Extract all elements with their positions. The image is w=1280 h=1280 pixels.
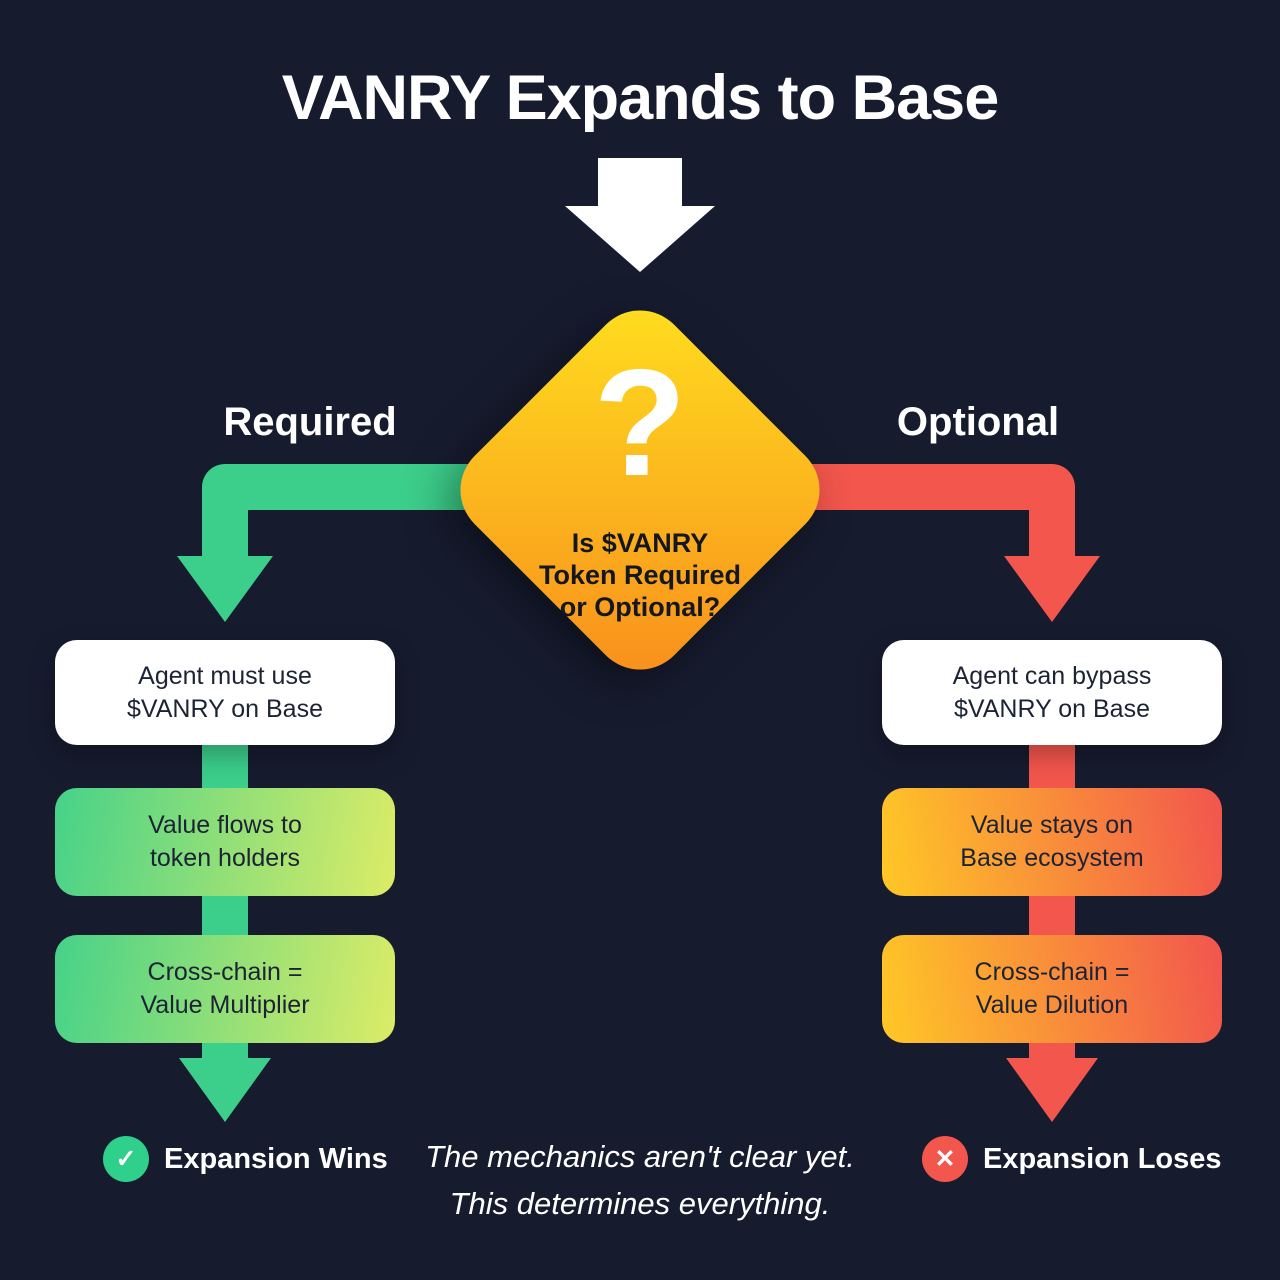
cross-icon: ✕ <box>922 1136 968 1182</box>
optional-step-value-stays: Value stays on Base ecosystem <box>882 788 1222 896</box>
outcome-expansion-wins: ✓ Expansion Wins <box>103 1136 388 1182</box>
required-step-value-flow: Value flows to token holders <box>55 788 395 896</box>
required-step-agent: Agent must use $VANRY on Base <box>55 640 395 745</box>
outcome-label-wins: Expansion Wins <box>164 1142 388 1175</box>
page-title: VANRY Expands to Base <box>281 63 1000 133</box>
optional-step-agent: Agent can bypass $VANRY on Base <box>882 640 1222 745</box>
decision-question: Is $VANRY Token Required or Optional? <box>538 528 742 622</box>
question-mark-icon: ? <box>593 338 687 508</box>
outcome-expansion-loses: ✕ Expansion Loses <box>922 1136 1222 1182</box>
branch-label-optional: Optional <box>896 400 1060 444</box>
down-arrow-icon <box>565 158 715 272</box>
branch-label-required: Required <box>223 400 397 444</box>
optional-step-dilution: Cross-chain = Value Dilution <box>882 935 1222 1043</box>
required-step-multiplier: Cross-chain = Value Multiplier <box>55 935 395 1043</box>
outcome-label-loses: Expansion Loses <box>983 1142 1222 1175</box>
check-icon: ✓ <box>103 1136 149 1182</box>
